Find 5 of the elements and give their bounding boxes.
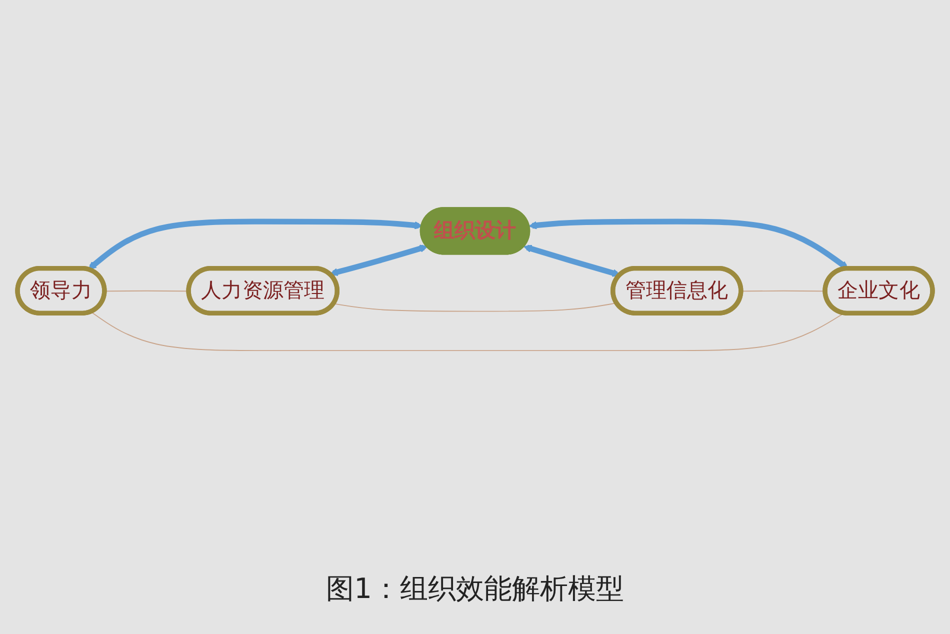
- arrow: [528, 219, 849, 270]
- arrow: [330, 245, 428, 277]
- arrow: [88, 219, 423, 270]
- arrow: [523, 245, 621, 278]
- caption: 图1：组织效能解析模型: [326, 571, 624, 607]
